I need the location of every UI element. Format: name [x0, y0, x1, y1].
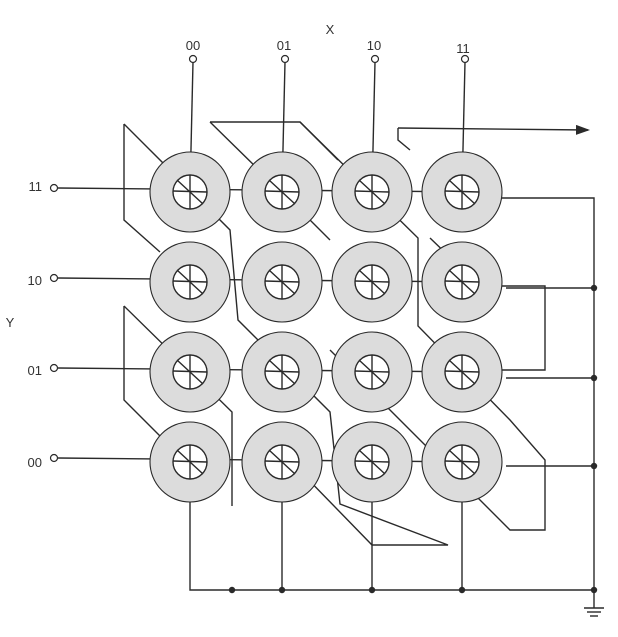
- output-winding: [397, 124, 590, 135]
- sense-wire-through-core: [176, 449, 204, 475]
- x-line-label-11: 11: [456, 41, 470, 56]
- y-line-label-00: 00: [28, 455, 42, 470]
- junction-dot: [590, 586, 598, 594]
- sense-wire-through-core: [448, 359, 476, 385]
- junction-dot: [278, 586, 286, 594]
- x-line-label-10: 10: [367, 38, 381, 53]
- y-axis-label: Y: [6, 315, 15, 330]
- sense-winding-segment: [123, 306, 161, 437]
- sense-winding-segment: [123, 305, 233, 506]
- wiring: [57, 61, 604, 617]
- x-terminal-00: [188, 54, 198, 64]
- y-terminal-11: [49, 183, 59, 193]
- sense-wire-through-core: [358, 179, 386, 205]
- y-line-label-01: 01: [28, 363, 42, 378]
- sense-wire-through-core: [448, 179, 476, 205]
- sense-wire-through-core: [176, 359, 204, 385]
- sense-wire-through-core: [358, 269, 386, 295]
- sense-wire-through-core: [268, 449, 296, 475]
- y-line-label-10: 10: [28, 273, 42, 288]
- y-terminal-10: [49, 273, 59, 283]
- sense-wire-through-core: [176, 269, 204, 295]
- wire-overlay: [49, 54, 598, 594]
- sense-winding-segment: [299, 121, 339, 161]
- sense-winding-segment: [123, 124, 161, 253]
- sense-wire-through-core: [358, 359, 386, 385]
- sense-wire-through-core: [176, 179, 204, 205]
- sense-winding-segment: [397, 128, 411, 151]
- y-terminal-01: [49, 363, 59, 373]
- junction-dot: [458, 586, 466, 594]
- x-line-label-01: 01: [277, 38, 291, 53]
- junction-dot: [368, 586, 376, 594]
- x-terminal-11: [460, 54, 470, 64]
- junction-dot: [590, 374, 598, 382]
- core-grid: [149, 151, 503, 503]
- y-line-label-11: 11: [29, 179, 43, 194]
- sense-wire-through-core: [268, 269, 296, 295]
- sense-wire-through-core: [448, 449, 476, 475]
- junction-dot: [228, 586, 236, 594]
- sense-wire-through-core: [268, 179, 296, 205]
- junction-dot: [590, 462, 598, 470]
- junction-dot: [590, 284, 598, 292]
- sense-wire-through-core: [268, 359, 296, 385]
- x-axis-label: X: [326, 22, 335, 37]
- x-line-label-00: 00: [186, 38, 200, 53]
- x-terminal-01: [280, 54, 290, 64]
- sense-wire-through-core: [448, 269, 476, 295]
- y-terminal-00: [49, 453, 59, 463]
- x-terminal-10: [370, 54, 380, 64]
- sense-wire-through-core: [358, 449, 386, 475]
- return-bus: [500, 197, 595, 600]
